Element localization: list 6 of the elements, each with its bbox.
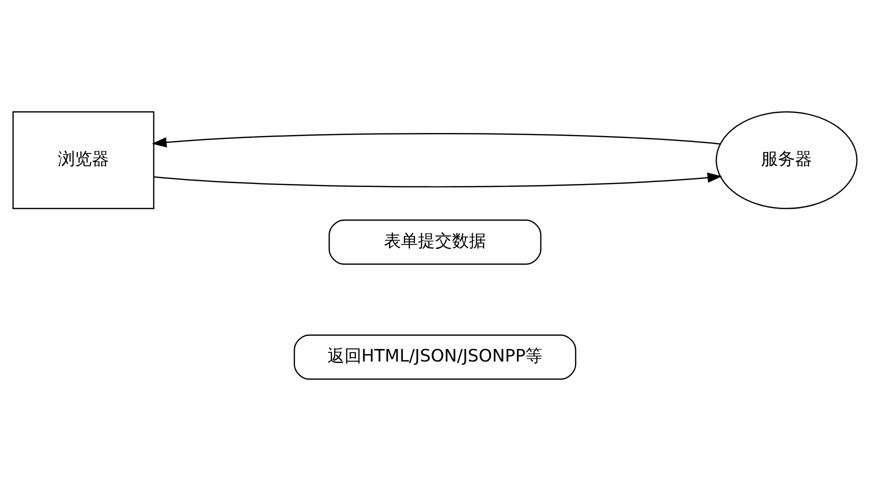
node-ellipse: 服务器 <box>716 111 858 210</box>
node-box: 表单提交数据 <box>328 220 542 265</box>
node-box: 浏览器 <box>12 111 154 210</box>
arrow <box>154 172 722 188</box>
node-box: 返回HTML/JSON/JSONPP等 <box>294 334 576 380</box>
arrow <box>152 133 720 148</box>
